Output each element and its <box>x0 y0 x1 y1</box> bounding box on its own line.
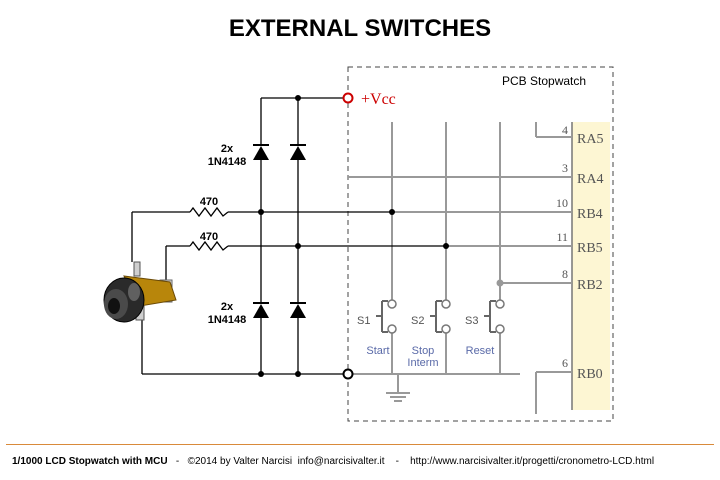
pin-number-ra4: 3 <box>562 161 568 175</box>
pin-name-rb5: RB5 <box>577 241 603 256</box>
pcb-boundary <box>347 66 614 422</box>
diode-top-left <box>253 144 269 160</box>
footer-divider <box>6 444 714 445</box>
switch-label-start: Start <box>366 345 389 357</box>
diode-count-bottom: 2x <box>221 301 234 313</box>
external-wiring <box>131 97 446 375</box>
pcb-wiring <box>348 122 572 414</box>
pin-number-rb5: 11 <box>556 230 568 244</box>
switch-label-interm: Interm <box>407 357 438 369</box>
footer-separator: - <box>175 456 180 467</box>
jack-connector <box>103 261 177 323</box>
push-button-s1 <box>376 299 397 334</box>
pin-name-rb2: RB2 <box>577 278 603 293</box>
resistor-top <box>189 206 229 218</box>
resistor-bottom <box>189 240 229 252</box>
footer-url-link[interactable]: http://www.narcisivalter.it/progetti/cro… <box>410 456 655 467</box>
pin-number-rb0: 6 <box>562 356 568 370</box>
pin-number-rb2: 8 <box>562 267 568 281</box>
footer-email[interactable]: info@narcisivalter.it <box>297 456 385 467</box>
junction-dots <box>258 95 449 377</box>
pin-name-rb4: RB4 <box>577 207 603 222</box>
resistor-label-top: 470 <box>200 196 218 208</box>
diode-count-top: 2x <box>221 143 234 155</box>
vcc-terminal <box>342 92 354 104</box>
footer-project: 1/1000 LCD Stopwatch with MCU <box>12 456 168 467</box>
resistor-label-bottom: 470 <box>200 231 218 243</box>
diode-top-right <box>290 144 306 160</box>
pin-name-ra4: RA4 <box>577 172 603 187</box>
footer-separator-2: - <box>395 456 399 467</box>
diode-bottom-right <box>290 302 306 318</box>
diode-bottom-left <box>253 302 269 318</box>
switch-id-s1: S1 <box>357 315 370 327</box>
vcc-label: +Vcc <box>361 91 396 108</box>
footer: 1/1000 LCD Stopwatch with MCU - ©2014 by… <box>0 444 720 480</box>
pin-number-ra5: 4 <box>562 123 568 137</box>
diagram-title: EXTERNAL SWITCHES <box>229 15 491 42</box>
diode-part-top: 1N4148 <box>208 156 247 168</box>
switch-label-stop: Stop <box>412 345 435 357</box>
switch-id-s3: S3 <box>465 315 478 327</box>
pin-name-ra5: RA5 <box>577 132 603 147</box>
switch-label-reset: Reset <box>466 345 495 357</box>
diode-part-bottom: 1N4148 <box>208 314 247 326</box>
pcb-label: PCB Stopwatch <box>502 74 586 88</box>
pin-name-rb0: RB0 <box>577 367 603 382</box>
footer-copyright: ©2014 by Valter Narcisi <box>187 456 293 467</box>
switch-id-s2: S2 <box>411 315 424 327</box>
pin-number-rb4: 10 <box>556 196 568 210</box>
mcu-body <box>572 122 610 410</box>
push-button-s2 <box>430 299 451 334</box>
push-button-s3 <box>484 299 505 334</box>
ground-terminal <box>342 368 354 380</box>
footer-text: 1/1000 LCD Stopwatch with MCU - ©2014 by… <box>12 456 654 467</box>
